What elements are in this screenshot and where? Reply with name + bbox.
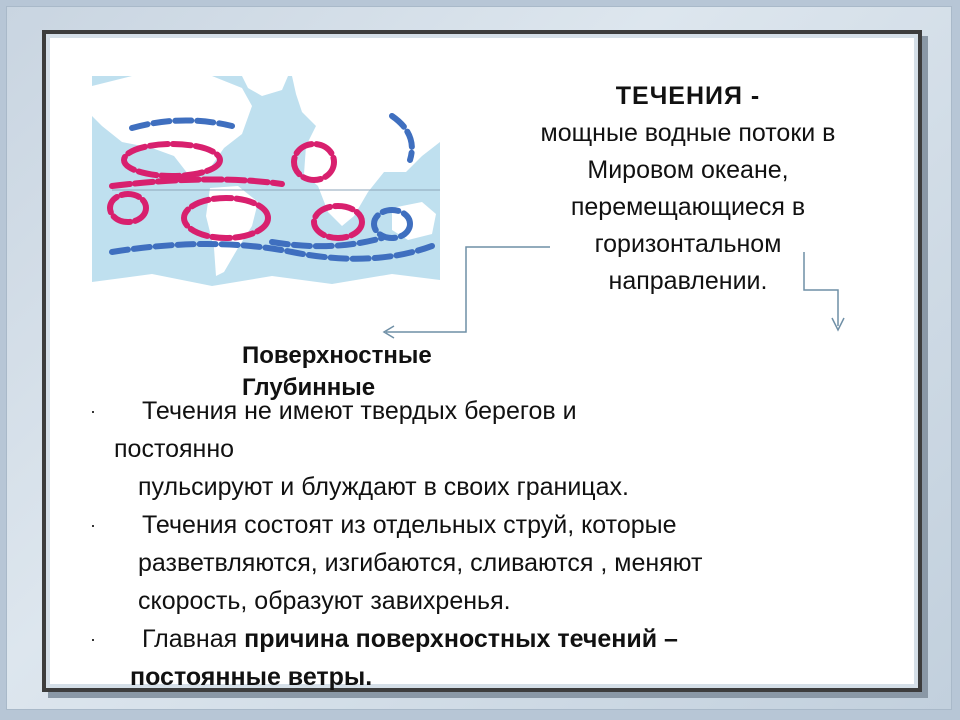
bullet-marker: · [90,401,96,421]
arrowhead-down [831,317,845,332]
bullet-2-line-3: скорость, образуют завихренья. [138,587,511,615]
ocean-currents-map [92,76,440,310]
warm-gyre-south-pacific [181,195,271,241]
cold-current-north-pacific [129,117,235,131]
arrowhead-left [382,325,395,339]
bullet-2-line-2: разветвляются, изгибаются, сливаются , м… [138,549,703,577]
greenland-landmass [242,76,288,96]
warm-current-equatorial [109,176,285,189]
warm-gyre-north-atlantic [291,141,337,183]
bullet-marker: · [90,515,96,535]
bullet-3-plain: Главная [142,625,245,653]
bullet-marker: · [90,629,96,649]
type-deep: Глубинные [242,374,376,401]
bullet-item-1: · Течения не имеют твердых берегов и пос… [90,392,890,506]
definition-line-2: Мировом океане, [587,156,789,184]
warm-gyre-south-atlantic [311,203,365,241]
bullet-1-line-3: пульсируют и блуждают в своих границах. [138,473,629,501]
bullet-item-2: · Течения состоят из отдельных струй, ко… [90,506,890,620]
bullet-3-bold-1: причина поверхностных течений – [244,625,678,653]
antarctica-landmass [92,274,440,310]
bullet-list: · Течения не имеют твердых берегов и пос… [90,392,890,696]
definition-block: ТЕЧЕНИЯ - мощные водные потоки в Мировом… [492,78,884,300]
definition-line-5: направлении. [608,267,768,295]
warm-gyre-indian [107,191,149,225]
bullet-3-bold-2: постоянные ветры. [130,663,373,691]
south-america-landmass [206,186,258,276]
definition-line-4: горизонтальном [594,230,782,258]
bullet-item-3: · Главная причина поверхностных течений … [90,620,890,696]
bullet-2-line-1: Течения состоят из отдельных струй, кото… [142,511,677,539]
cold-current-canary [389,113,415,163]
cold-gyre-indian [371,207,413,241]
definition-line-3: перемещающиеся в [570,193,806,221]
cold-current-south-atlantic [269,235,385,250]
bullet-3-line-1: Главная причина поверхностных течений – [90,620,890,658]
definition-line-1: мощные водные потоки в [540,119,836,147]
slide: ТЕЧЕНИЯ - мощные водные потоки в Мировом… [42,30,922,692]
current-types: Поверхностные Глубинные [242,340,432,404]
eurasia-africa-landmass [292,76,440,226]
bullet-1-line-1: Течения не имеют твердых берегов и [142,397,577,425]
definition-heading: ТЕЧЕНИЯ - [615,82,761,110]
bullet-1-line-2: постоянно [114,435,235,463]
warm-gyre-north-pacific [121,141,223,179]
type-surface: Поверхностные [242,342,432,369]
